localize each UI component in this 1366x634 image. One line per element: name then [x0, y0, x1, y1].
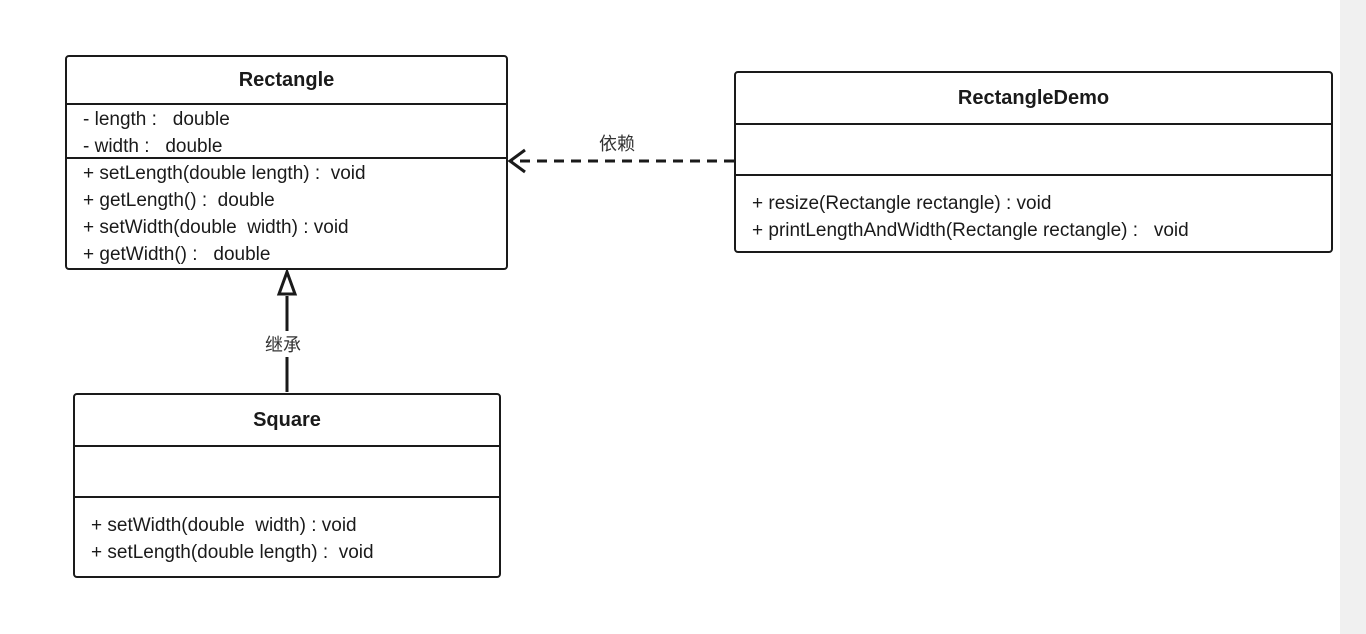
operation: + setLength(double length) : void: [91, 542, 374, 563]
attribute: - length : double: [83, 109, 230, 130]
class-name: RectangleDemo: [736, 73, 1331, 125]
inheritance-label: 继承: [263, 331, 303, 357]
class-name: Rectangle: [67, 57, 506, 105]
operation-list: + setLength(double length) : void + getL…: [67, 159, 506, 268]
operation: + printLengthAndWidth(Rectangle rectangl…: [752, 220, 1189, 241]
attribute: - width : double: [83, 136, 223, 157]
class-square[interactable]: Square + setWidth(double width) : void +…: [73, 393, 501, 578]
operation: + setWidth(double width) : void: [83, 217, 349, 238]
attribute-list: [736, 125, 1331, 176]
class-name: Square: [75, 395, 499, 447]
operation: + getWidth() : double: [83, 244, 271, 265]
class-rectangle-demo[interactable]: RectangleDemo + resize(Rectangle rectang…: [734, 71, 1333, 253]
operation: + resize(Rectangle rectangle) : void: [752, 193, 1052, 214]
dependency-arrowhead: [507, 148, 526, 174]
inheritance-arrowhead: [276, 267, 298, 296]
operation-list: + resize(Rectangle rectangle) : void + p…: [736, 176, 1331, 244]
operation: + getLength() : double: [83, 190, 275, 211]
operation: + setLength(double length) : void: [83, 163, 366, 184]
attribute-list: - length : double - width : double: [67, 105, 506, 159]
dependency-label: 依赖: [597, 130, 637, 156]
operation-list: + setWidth(double width) : void + setLen…: [75, 498, 499, 566]
side-strip: [1340, 0, 1366, 634]
attribute-list: [75, 447, 499, 498]
class-rectangle[interactable]: Rectangle - length : double - width : do…: [65, 55, 508, 270]
operation: + setWidth(double width) : void: [91, 515, 357, 536]
